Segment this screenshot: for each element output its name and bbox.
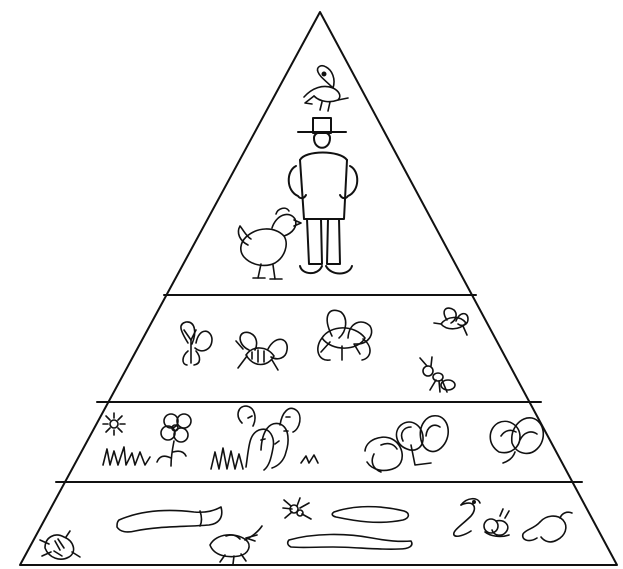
spider-icon — [283, 498, 311, 519]
pepper-icon — [365, 437, 402, 472]
fly-icon — [434, 308, 468, 335]
bird-icon — [304, 66, 348, 111]
worm-icon — [117, 507, 222, 532]
fly-icon — [318, 310, 372, 360]
snake-icon — [523, 512, 572, 542]
grass-icon — [103, 447, 150, 465]
flower-icon — [157, 414, 191, 466]
beetle-icon — [210, 526, 262, 564]
worm-icon — [332, 507, 408, 523]
chicken-icon — [238, 208, 301, 279]
snake-icon — [454, 499, 480, 536]
snail-icon — [484, 509, 509, 536]
man-icon — [289, 118, 358, 274]
butterfly-icon — [181, 322, 212, 365]
sun-icon — [103, 413, 125, 435]
bee-icon — [236, 332, 287, 370]
ant-icon — [420, 357, 455, 392]
leaf-plant-icon — [490, 418, 543, 463]
grass-icon — [211, 448, 318, 469]
leaf-plant-icon — [396, 416, 448, 465]
worm-icon — [288, 534, 412, 549]
beetle-icon — [40, 531, 80, 559]
cactus-icon — [238, 406, 300, 470]
